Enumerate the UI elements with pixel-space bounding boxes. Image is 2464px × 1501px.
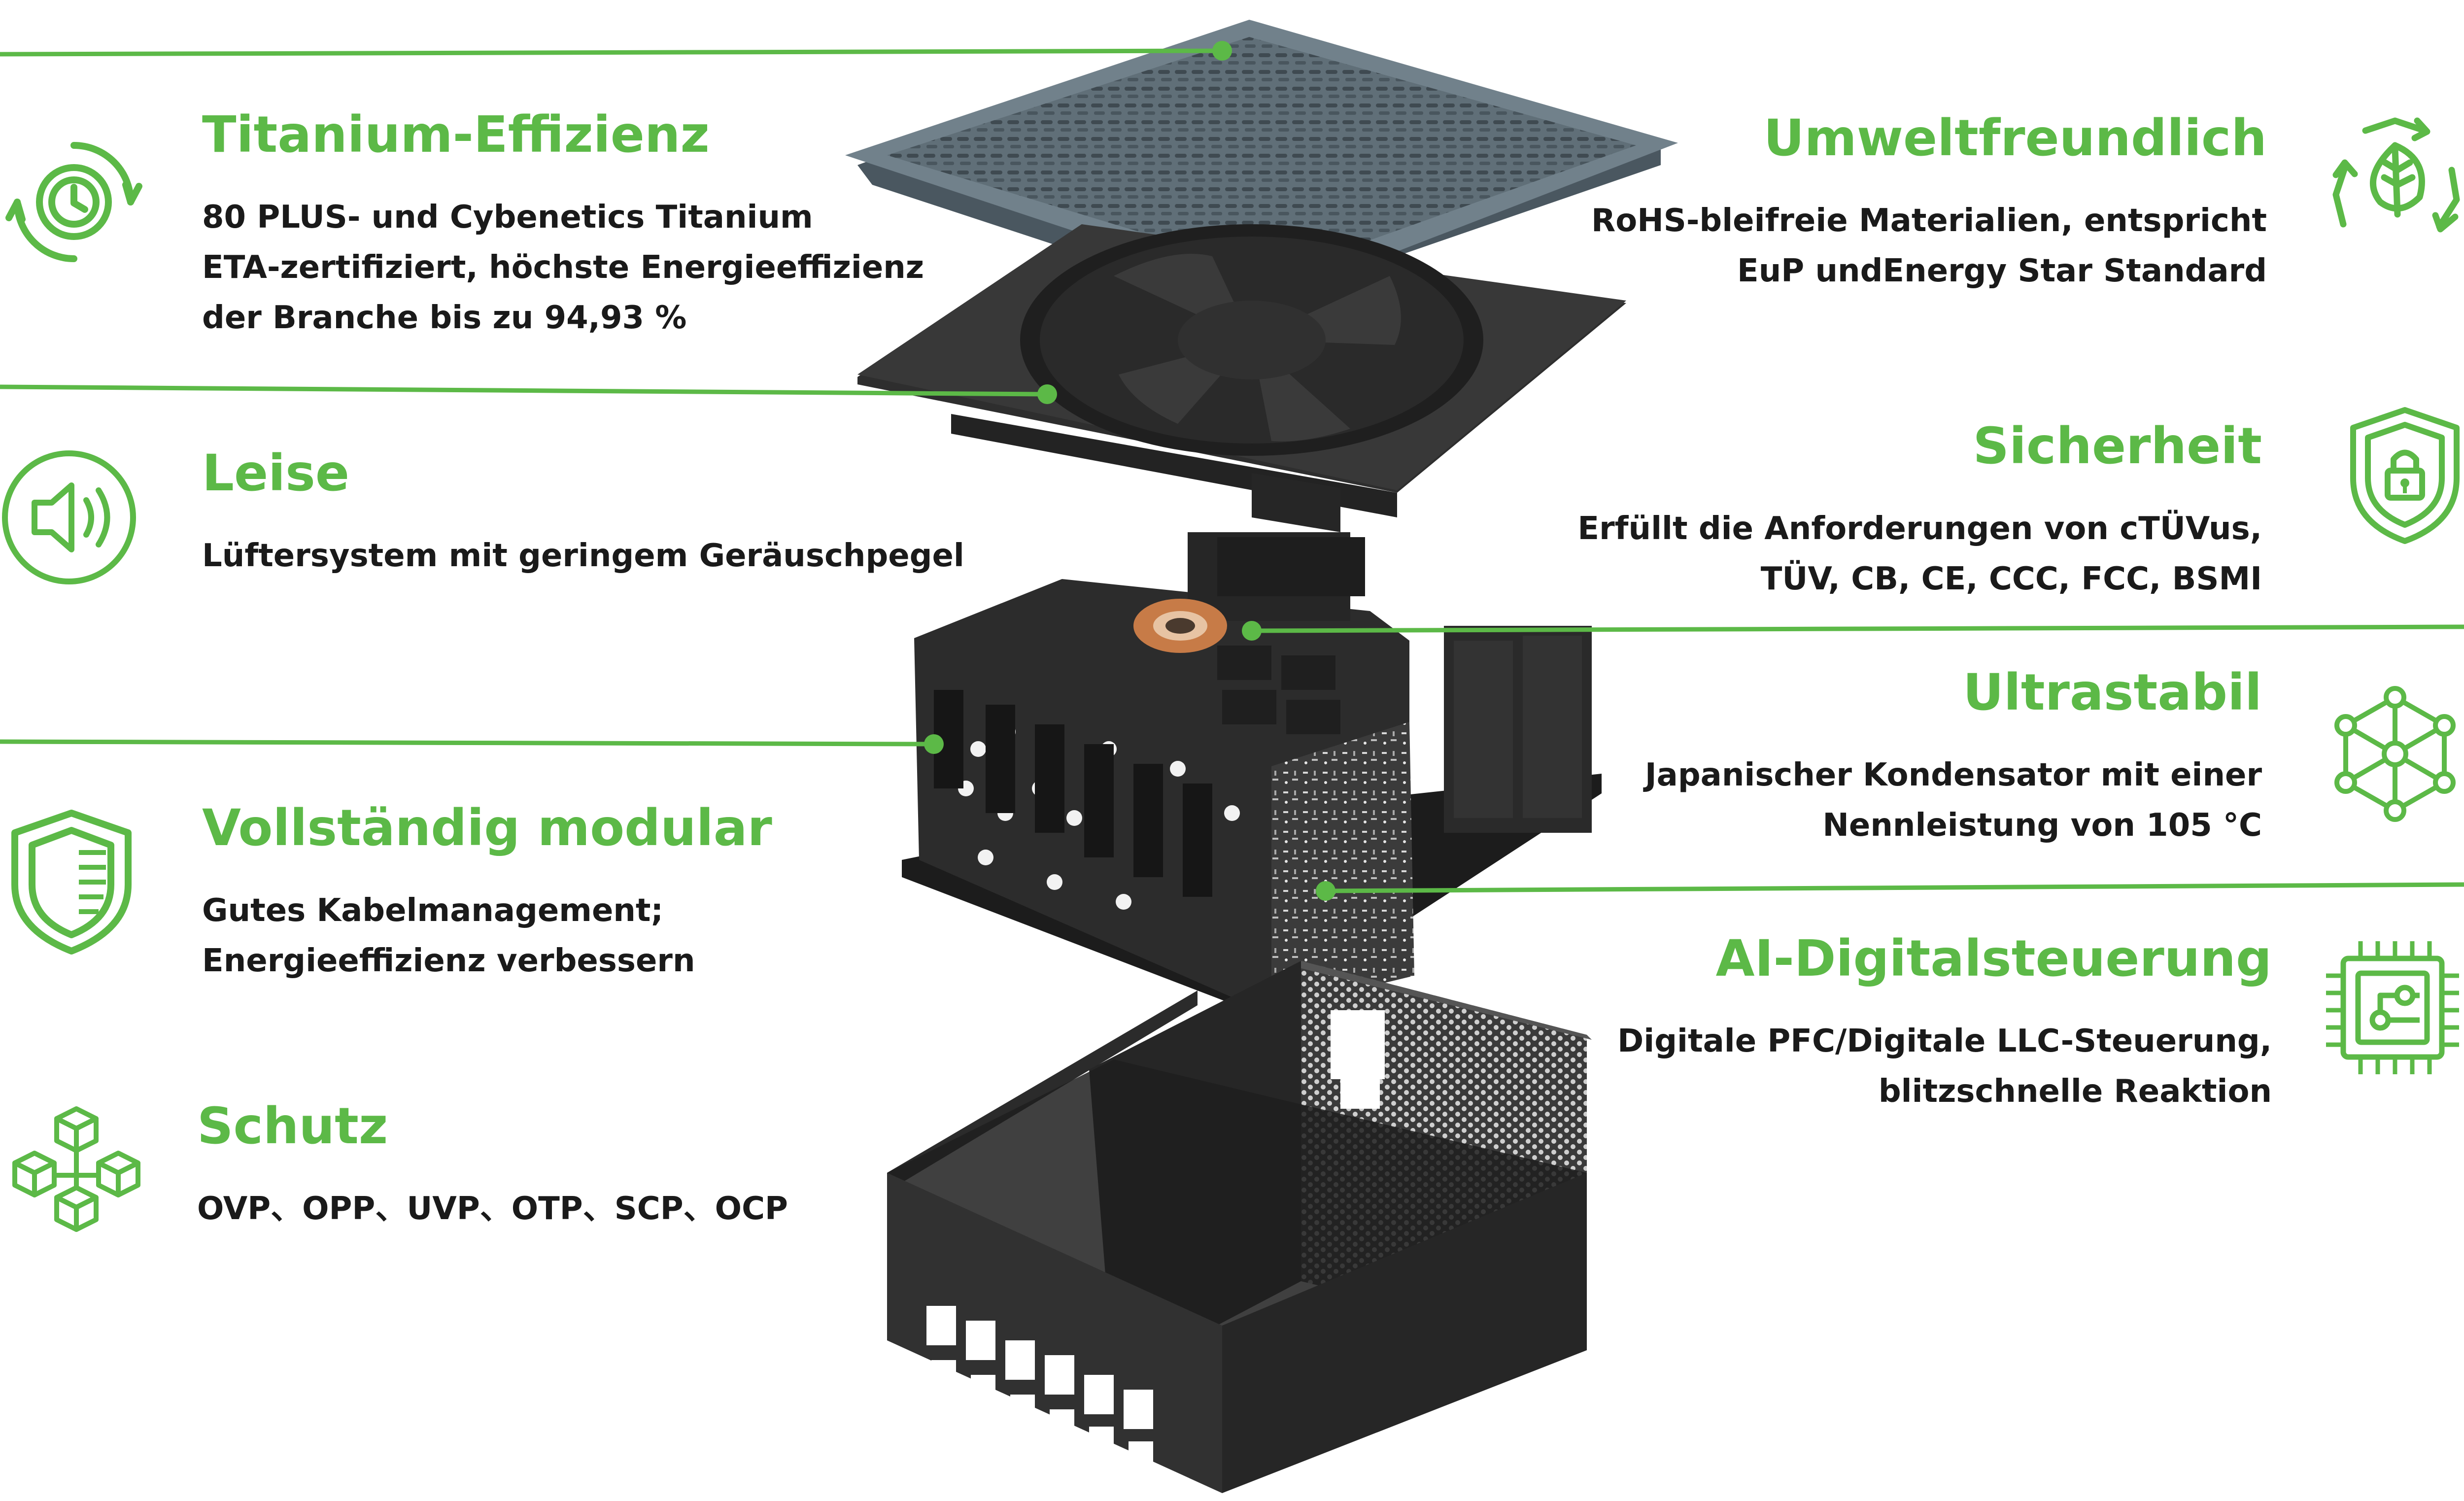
feature-title: Vollständig modular [202, 799, 772, 857]
shield-stripes-icon [11, 810, 132, 955]
feature-modular: Vollständig modular Gutes Kabelmanagemen… [202, 799, 772, 986]
feature-line: 80 PLUS- und Cybenetics Titanium [202, 199, 813, 236]
feature-ai: AI-Digitalsteuerung Digitale PFC/Digital… [1617, 931, 2272, 1117]
feature-line: OVP、OPP、UVP、OTP、SCP、OCP [197, 1191, 788, 1228]
feature-line: Energieeffizienz verbessern [202, 943, 695, 980]
feature-line: EuP undEnergy Star Standard [1737, 253, 2267, 290]
feature-ultrastabil: Ultrastabil Japanischer Kondensator mit … [1645, 665, 2262, 851]
feature-title: Titanium-Effizienz [202, 105, 710, 164]
cubes-network-icon [12, 1106, 140, 1232]
shield-lock-icon [2350, 407, 2460, 544]
feature-line: der Branche bis zu 94,93 % [202, 300, 687, 337]
feature-sicherheit: Sicherheit Erfüllt die Anforderungen von… [1577, 417, 2262, 604]
feature-line: TÜV, CB, CE, CCC, FCC, BSMI [1760, 561, 2262, 598]
feature-titanium: Titanium-Effizienz 80 PLUS- und Cybeneti… [202, 107, 924, 343]
feature-title: Schutz [197, 1097, 388, 1156]
callout-dots [924, 41, 1335, 901]
chip-icon [2326, 941, 2459, 1074]
recycle-leaf-icon [2332, 117, 2460, 233]
feature-line: Digitale PFC/Digitale LLC-Steuerung, [1617, 1023, 2272, 1060]
feature-title: Ultrastabil [1963, 663, 2262, 722]
feature-title: Umweltfreundlich [1763, 109, 2267, 168]
hexagon-network-icon [2334, 686, 2456, 822]
feature-leise: Leise Lüftersystem mit geringem Geräusch… [202, 444, 964, 581]
feature-line: Nennleistung von 105 °C [1822, 807, 2262, 844]
feature-line: ETA-zertifiziert, höchste Energieeffizie… [202, 249, 924, 286]
feature-line: Erfüllt die Anforderungen von cTÜVus, [1577, 511, 2262, 547]
feature-line: RoHS-bleifreie Materialien, entspricht [1591, 203, 2267, 239]
feature-line: Lüftersystem mit geringem Geräuschpegel [202, 538, 964, 575]
feature-line: Gutes Kabelmanagement; [202, 892, 664, 929]
feature-title: Sicherheit [1973, 417, 2262, 476]
feature-title: AI-Digitalsteuerung [1715, 929, 2272, 988]
psu-fan-assembly [857, 224, 1626, 532]
feature-title: Leise [202, 444, 350, 503]
feature-line: Japanischer Kondensator mit einer [1644, 757, 2262, 794]
efficiency-gear-clock-icon [5, 142, 142, 262]
psu-main-board [902, 532, 1602, 1015]
speaker-icon [2, 450, 136, 584]
feature-schutz: Schutz OVP、OPP、UVP、OTP、SCP、OCP [197, 1097, 788, 1234]
feature-umwelt: Umweltfreundlich RoHS-bleifreie Material… [1591, 109, 2267, 296]
callout-lines [0, 48, 2464, 893]
psu-top-cover [845, 20, 1678, 308]
feature-line: blitzschnelle Reaktion [1878, 1073, 2272, 1110]
psu-chassis [887, 961, 1592, 1493]
